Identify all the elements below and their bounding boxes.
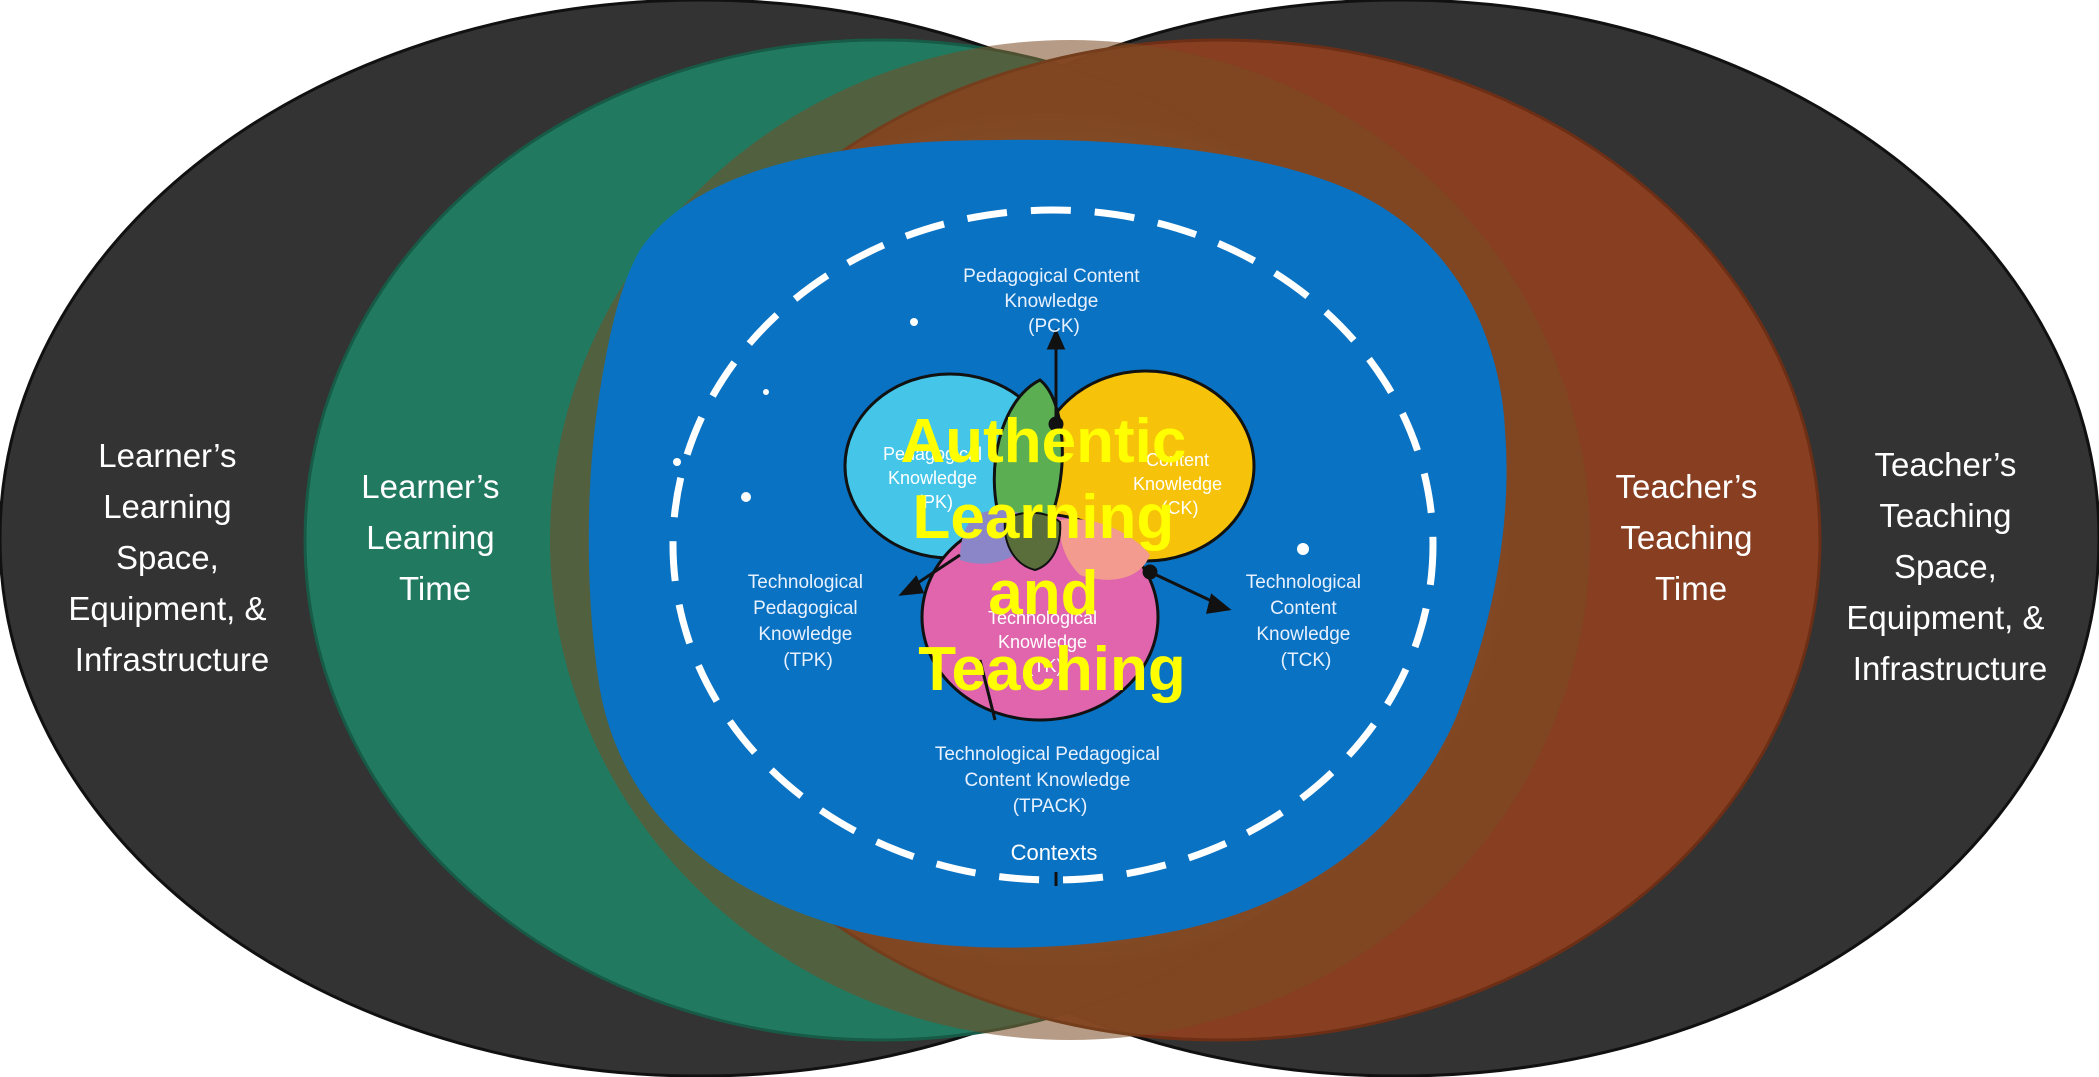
tck-label: Technological Content Knowledge (TCK) (1246, 572, 1366, 671)
teacher-time-line: Teacher’s (1615, 468, 1757, 505)
tpack-line: (TPACK) (1013, 796, 1088, 817)
ck-line: Knowledge (1133, 474, 1222, 494)
ck-line: (CK) (1162, 498, 1199, 518)
pck-line: (PCK) (1028, 316, 1080, 337)
learner-space-line: Space, (116, 539, 219, 576)
learner-time-label: Learner’s Learning Time (361, 468, 508, 607)
pck-line: Knowledge (1004, 291, 1098, 312)
tk-label: Technological Knowledge (TK) (988, 608, 1102, 676)
teacher-space-line: Equipment, & (1846, 599, 2044, 636)
teacher-space-line: Teacher’s (1874, 446, 2016, 483)
contexts-dashed-circle (669, 206, 1437, 884)
teacher-time-line: Time (1655, 570, 1727, 607)
tpk-label: Technological Pedagogical Knowledge (TPK… (748, 572, 868, 671)
teacher-time-line: Teaching (1620, 519, 1752, 556)
tk-line: (TK) (1028, 656, 1063, 676)
center-title-line: Teaching (918, 635, 1186, 704)
teacher-space-line: Infrastructure (1853, 650, 2047, 687)
center-title-line: Learning (912, 483, 1174, 552)
tpack-line: Technological Pedagogical (935, 744, 1160, 765)
pk-line: (PK) (917, 492, 953, 512)
learner-space-label: Learner’s Learning Space, Equipment, & I… (68, 437, 275, 678)
ck-label: Content Knowledge (CK) (1133, 450, 1227, 518)
tpk-line: Technological (748, 572, 863, 593)
learner-time-line: Learner’s (361, 468, 499, 505)
tpk-line: Knowledge (758, 624, 852, 645)
tpk-line: Pedagogical (753, 598, 858, 619)
pck-label: Pedagogical Content Knowledge (PCK) (963, 266, 1145, 337)
center-title-line: and (988, 559, 1098, 628)
tck-line: Technological (1246, 572, 1361, 593)
tpack-region (1003, 511, 1062, 572)
teacher-time-label: Teacher’s Teaching Time (1615, 468, 1766, 607)
dot (763, 389, 769, 395)
pk-line: Pedagogical (883, 444, 982, 464)
pk-label: Pedagogical Knowledge (PK) (883, 444, 987, 512)
arrows (898, 328, 1232, 886)
tck-line: (TCK) (1281, 650, 1332, 671)
dot (741, 492, 751, 502)
ck-line: Content (1146, 450, 1209, 470)
tck-line: Knowledge (1256, 624, 1350, 645)
tpk-line: (TPK) (783, 650, 833, 671)
pck-line: Pedagogical Content (963, 266, 1140, 287)
teacher-space-line: Teaching (1879, 497, 2011, 534)
dot (910, 318, 918, 326)
tck-region (1059, 519, 1150, 580)
learner-space-line: Learner’s (98, 437, 236, 474)
learner-space-line: Learning (103, 488, 231, 525)
tpack-line: Content Knowledge (964, 770, 1130, 791)
tk-line: Knowledge (998, 632, 1087, 652)
tpack-label: Technological Pedagogical Content Knowle… (935, 744, 1165, 817)
learner-space-line: Equipment, & (68, 590, 266, 627)
dot (673, 458, 681, 466)
learner-space-line: Infrastructure (75, 641, 269, 678)
learner-time-line: Learning (366, 519, 494, 556)
teacher-space-line: Space, (1894, 548, 1997, 585)
contexts-label: Contexts (1011, 840, 1098, 865)
center-title: Authentic Learning and Teaching (900, 407, 1203, 704)
teacher-space-label: Teacher’s Teaching Space, Equipment, & I… (1846, 446, 2053, 687)
dot (1297, 543, 1309, 555)
learner-time-line: Time (399, 570, 471, 607)
tk-line: Technological (988, 608, 1097, 628)
pk-line: Knowledge (888, 468, 977, 488)
tck-line: Content (1270, 598, 1337, 619)
center-title-line: Authentic (900, 407, 1186, 476)
